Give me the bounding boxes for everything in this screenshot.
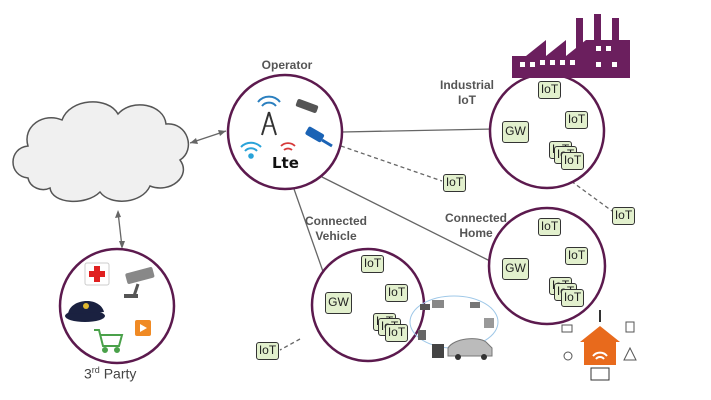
iot-box-standalone: IoT xyxy=(443,174,466,192)
gateway-box: GW xyxy=(502,258,529,280)
iot-box: IoT xyxy=(385,284,408,302)
connected-home-label: Connected Home xyxy=(436,211,516,241)
first-aid-icon xyxy=(84,262,110,286)
third-party-word: Party xyxy=(99,365,137,382)
gateway-box: GW xyxy=(502,121,529,143)
shopping-cart-icon xyxy=(94,329,124,353)
iot-box: IoT xyxy=(565,111,588,129)
connected-vehicle-label-line2: Vehicle xyxy=(315,229,357,243)
iot-box-stack-front: IoT xyxy=(561,152,584,170)
security-camera-icon xyxy=(124,267,155,298)
iot-box-standalone: IoT xyxy=(256,342,279,360)
media-player-icon xyxy=(135,320,151,336)
operator-circle xyxy=(226,73,344,191)
wifi-icon xyxy=(240,141,262,159)
factory-icon xyxy=(512,14,630,78)
third-party-label: 3rd Party xyxy=(84,365,136,382)
cloud-icon xyxy=(12,101,190,203)
iot-box: IoT xyxy=(565,247,588,265)
connected-vehicle-label: Connected Vehicle xyxy=(296,214,376,244)
signal-icon xyxy=(280,142,296,151)
gateway-box: GW xyxy=(325,292,352,314)
vehicle-iot-dashed xyxy=(279,338,301,351)
iot-box-standalone: IoT xyxy=(612,207,635,225)
iot-box-stack-front: IoT xyxy=(385,324,408,342)
operator-label: Operator xyxy=(261,58,313,72)
operator-iot-dashed xyxy=(340,145,443,182)
cable-connector-icon xyxy=(295,99,333,148)
third-party-superscript: rd xyxy=(91,365,100,375)
third-party-number: 3 xyxy=(84,365,92,382)
lte-logo: Lte xyxy=(272,154,299,172)
industrial-iot-label-line2: IoT xyxy=(458,93,476,107)
iot-box: IoT xyxy=(538,81,561,99)
police-cap-icon xyxy=(65,300,105,322)
operator-industrial-link xyxy=(341,128,495,133)
industrial-iot-label: Industrial IoT xyxy=(432,78,502,108)
operator-home-link xyxy=(321,176,501,267)
iot-box: IoT xyxy=(361,255,384,273)
connected-devices-icon xyxy=(409,295,499,360)
cell-tower-icon xyxy=(257,95,281,136)
industrial-iot-label-line1: Industrial xyxy=(439,78,494,92)
connected-home-label-line1: Connected xyxy=(444,211,507,225)
connected-home-label-line2: Home xyxy=(459,226,493,240)
iot-box-stack-front: IoT xyxy=(561,289,584,307)
connected-vehicle-label-line1: Connected xyxy=(304,214,367,228)
smart-home-icon xyxy=(561,310,637,381)
iot-box: IoT xyxy=(538,218,561,236)
